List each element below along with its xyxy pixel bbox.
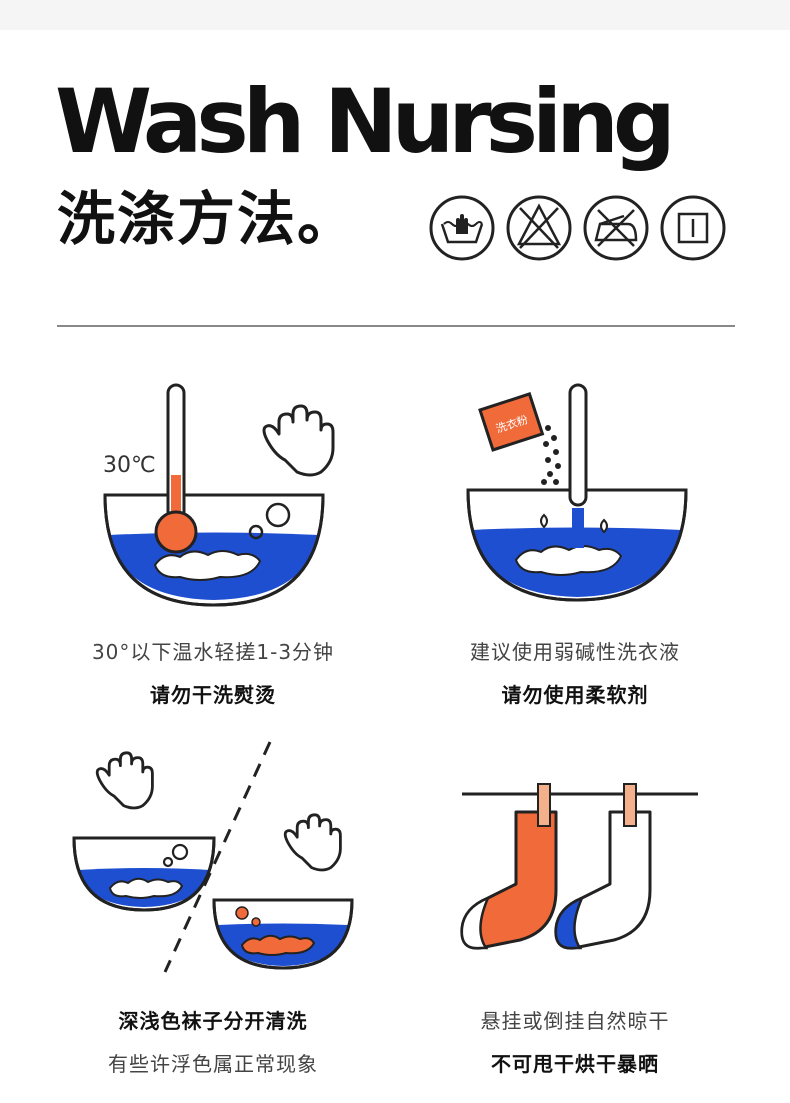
thermometer-bowl-icon: 30℃	[103, 383, 335, 607]
step-1-caption: 30°以下温水轻搓1-3分钟 请勿干洗熨烫	[43, 636, 383, 708]
do-not-bleach-icon	[506, 195, 572, 261]
divider	[57, 325, 735, 327]
step-2-line2: 请勿使用柔软剂	[501, 683, 649, 707]
step-2-line1: 建议使用弱碱性洗衣液	[470, 640, 680, 664]
top-band	[0, 0, 790, 30]
clothespin	[623, 783, 637, 827]
detergent-bowl-icon: 洗衣粉	[466, 383, 688, 602]
dashed-divider	[163, 741, 272, 973]
do-not-iron-icon	[583, 195, 649, 261]
drip-dry-icon	[660, 195, 726, 261]
temperature-label: 30℃	[103, 453, 156, 478]
hand-icon	[262, 404, 335, 477]
clothespin	[537, 783, 551, 827]
hand-icon	[95, 751, 154, 810]
step-1-line2: 请勿干洗熨烫	[150, 683, 276, 707]
step-4-line1: 悬挂或倒挂自然晾干	[480, 1009, 670, 1033]
hand-wash-icon	[429, 195, 495, 261]
step-3-line2: 有些许浮色属正常现象	[108, 1052, 318, 1076]
step-4-line2: 不可甩干烘干暴晒	[491, 1052, 659, 1076]
care-symbols	[429, 195, 726, 261]
hand-icon	[283, 813, 342, 872]
page-subtitle: 洗涤方法。	[57, 185, 358, 253]
page-title: Wash Nursing	[55, 70, 676, 173]
detergent-packet-icon: 洗衣粉	[478, 392, 545, 452]
hanging-socks-icon	[460, 783, 698, 950]
step-2-caption: 建议使用弱碱性洗衣液 请勿使用柔软剂	[405, 636, 745, 708]
powder-dots	[541, 425, 561, 485]
step-1-line1: 30°以下温水轻搓1-3分钟	[91, 640, 335, 664]
step-3-caption: 深浅色袜子分开清洗 有些许浮色属正常现象	[43, 1005, 383, 1077]
step-3-line1: 深浅色袜子分开清洗	[118, 1009, 308, 1033]
step-4-caption: 悬挂或倒挂自然晾干 不可甩干烘干暴晒	[405, 1005, 745, 1077]
separate-bowls-icon	[72, 741, 354, 973]
